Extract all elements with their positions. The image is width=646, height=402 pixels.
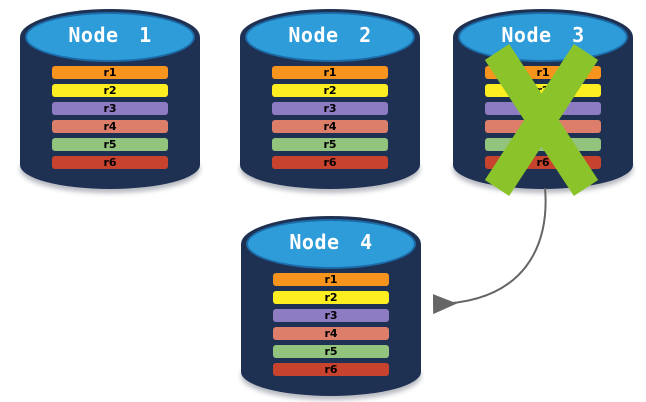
row-r1: r1: [272, 66, 388, 79]
row-label: r6: [536, 156, 550, 169]
row-label: r5: [536, 138, 550, 151]
row-label: r2: [323, 84, 337, 97]
row-r2: r2: [485, 84, 601, 97]
row-r4: r4: [52, 120, 168, 133]
row-label: r2: [324, 291, 338, 304]
row-label: r5: [324, 345, 338, 358]
row-r5: r5: [485, 138, 601, 151]
node-label: Node 4: [289, 230, 373, 254]
row-label: r1: [323, 66, 337, 79]
row-r2: r2: [273, 291, 389, 304]
row-r4: r4: [272, 120, 388, 133]
row-r5: r5: [273, 345, 389, 358]
row-r1: r1: [52, 66, 168, 79]
row-stack: r1 r2 r3 r4 r5 r6: [272, 66, 388, 169]
row-label: r5: [103, 138, 117, 151]
row-r6: r6: [272, 156, 388, 169]
node-label: Node 1: [68, 23, 152, 47]
node-4: Node 4 r1 r2 r3 r4 r5 r6: [241, 216, 421, 396]
row-stack: r1 r2 r3 r4 r5 r6: [485, 66, 601, 169]
row-label: r4: [536, 120, 550, 133]
row-stack: r1 r2 r3 r4 r5 r6: [52, 66, 168, 169]
row-r1: r1: [273, 273, 389, 286]
row-label: r6: [324, 363, 338, 376]
row-r3: r3: [52, 102, 168, 115]
row-label: r4: [323, 120, 337, 133]
row-r1: r1: [485, 66, 601, 79]
row-label: r3: [536, 102, 550, 115]
node-label: Node 2: [288, 23, 372, 47]
row-label: r6: [323, 156, 337, 169]
node-3: Node 3 r1 r2 r3 r4 r5 r6: [453, 9, 633, 189]
node-2: Node 2 r1 r2 r3 r4 r5 r6: [240, 9, 420, 189]
row-r6: r6: [485, 156, 601, 169]
row-label: r5: [323, 138, 337, 151]
row-r5: r5: [52, 138, 168, 151]
cylinder-top: [246, 219, 416, 269]
row-r2: r2: [272, 84, 388, 97]
row-label: r6: [103, 156, 117, 169]
row-label: r3: [103, 102, 117, 115]
row-label: r1: [536, 66, 550, 79]
cylinder-top: [25, 12, 195, 62]
node-1: Node 1 r1 r2 r3 r4 r5 r6: [20, 9, 200, 189]
row-label: r1: [103, 66, 117, 79]
row-label: r3: [323, 102, 337, 115]
row-label: r4: [324, 327, 338, 340]
row-r4: r4: [273, 327, 389, 340]
row-r6: r6: [52, 156, 168, 169]
replication-arrow: [432, 187, 547, 315]
row-r3: r3: [485, 102, 601, 115]
row-r6: r6: [273, 363, 389, 376]
node-label: Node 3: [501, 23, 585, 47]
row-stack: r1 r2 r3 r4 r5 r6: [273, 273, 389, 376]
row-label: r2: [536, 84, 550, 97]
row-label: r2: [103, 84, 117, 97]
row-r2: r2: [52, 84, 168, 97]
row-r5: r5: [272, 138, 388, 151]
row-r3: r3: [273, 309, 389, 322]
cylinder-top: [245, 12, 415, 62]
row-label: r3: [324, 309, 338, 322]
row-label: r1: [324, 273, 338, 286]
row-r4: r4: [485, 120, 601, 133]
row-r3: r3: [272, 102, 388, 115]
row-label: r4: [103, 120, 117, 133]
